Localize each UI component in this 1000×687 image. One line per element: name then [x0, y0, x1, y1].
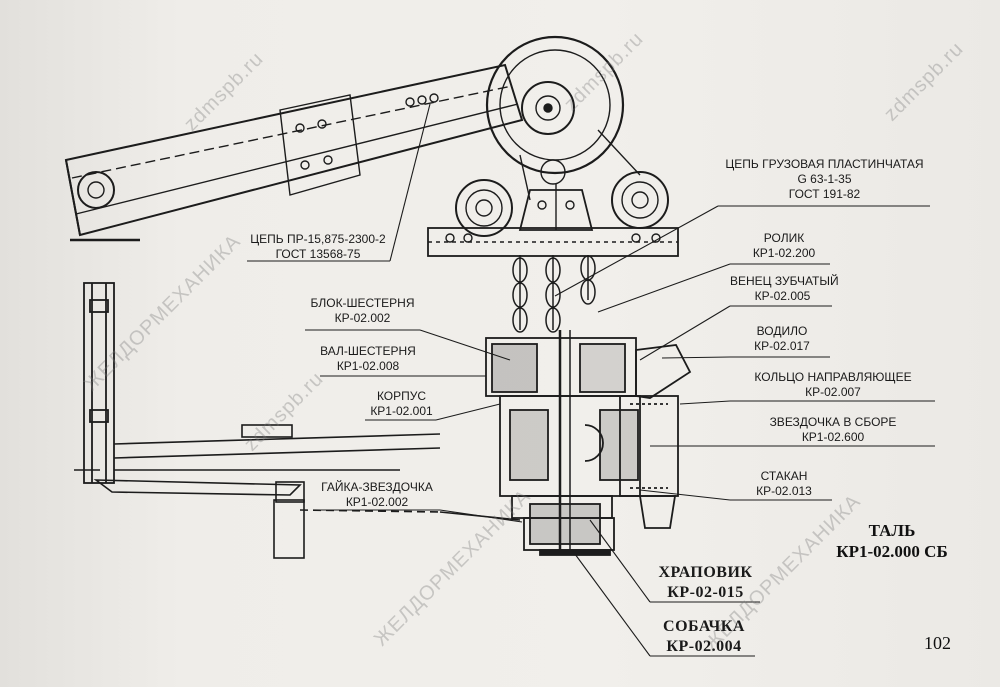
hanger-plates	[518, 184, 594, 231]
drawing-title: ТАЛЬ КР1-02.000 СБ	[822, 520, 962, 562]
page-number: 102	[924, 633, 951, 653]
load-chains	[512, 255, 596, 333]
top-wheel	[485, 35, 641, 201]
lower-beams	[74, 424, 521, 559]
rollers	[455, 159, 669, 237]
drawing-title-line1: ТАЛЬ	[868, 521, 916, 540]
boom-arm	[64, 63, 524, 242]
hoist-body	[485, 330, 692, 556]
leader-lines	[247, 103, 935, 657]
rail-beam	[427, 227, 679, 257]
drawing-title-line2: КР1-02.000 СБ	[836, 542, 948, 561]
